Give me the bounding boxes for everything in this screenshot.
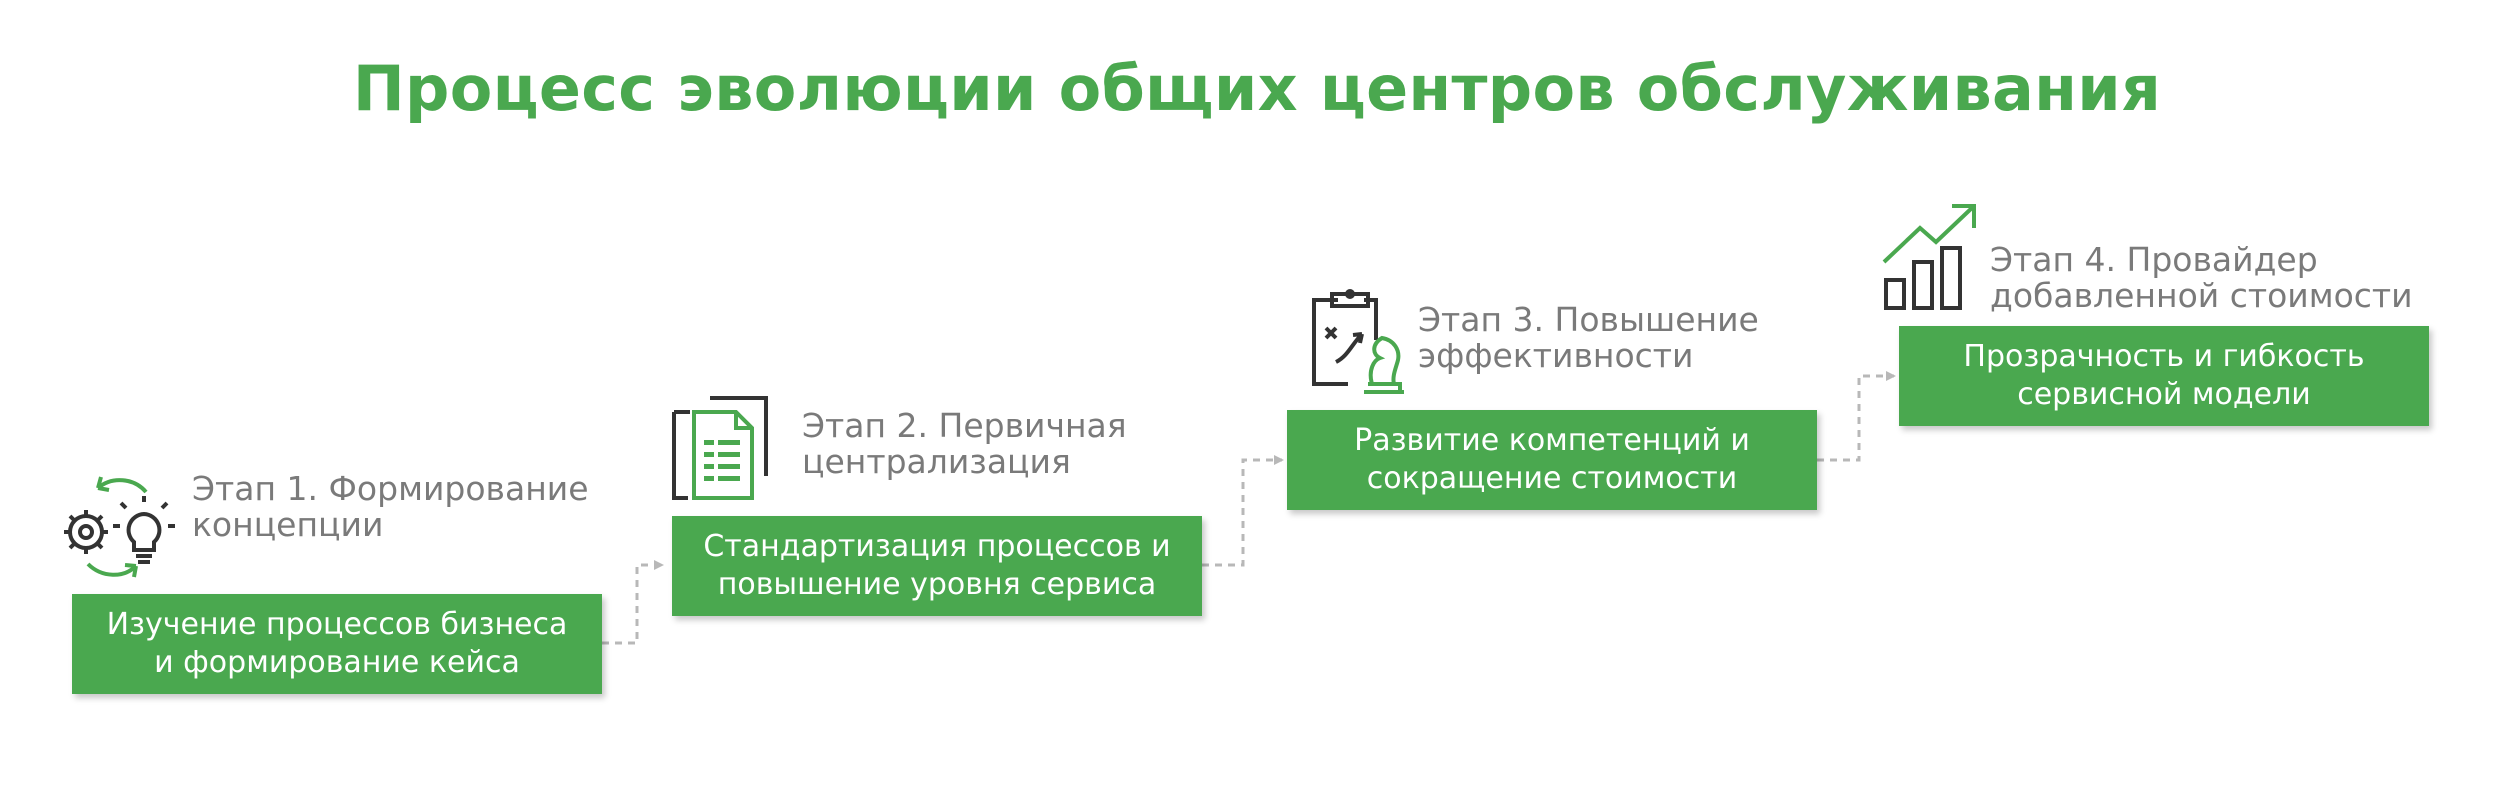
- stage-1-label: Этап 1. Формирование концепции: [192, 469, 589, 544]
- stage-2-box: Стандартизация процессов и повышение уро…: [672, 516, 1202, 616]
- page-title: Процесс эволюции общих центров обслужива…: [352, 52, 2162, 125]
- stage-3-label: Этап 3. Повышение эффективности: [1418, 300, 1759, 375]
- connector-3-4: [1817, 371, 1896, 462]
- stage-3-box: Развитие компетенций и сокращение стоимо…: [1287, 410, 1817, 510]
- growth-chart-icon: [1882, 204, 1976, 310]
- stage-1-box: Изучение процессов бизнеса и формировани…: [72, 594, 602, 694]
- connector-1-2: [602, 560, 664, 645]
- strategy-clipboard-chess-icon: [1312, 289, 1404, 394]
- documents-icon: [672, 396, 768, 500]
- connector-2-3: [1202, 455, 1284, 567]
- gear-lightbulb-cycle-icon: [64, 476, 175, 578]
- stage-2-label: Этап 2. Первичная централизация: [802, 406, 1127, 481]
- stage-4-box: Прозрачность и гибкость сервисной модели: [1899, 326, 2429, 426]
- stage-4-label: Этап 4. Провайдер добавленной стоимости: [1990, 240, 2413, 315]
